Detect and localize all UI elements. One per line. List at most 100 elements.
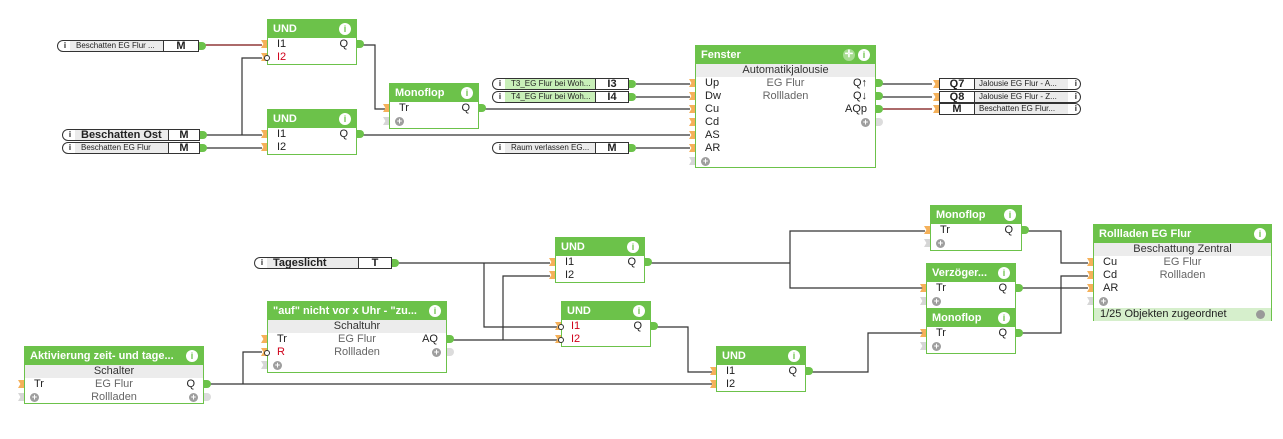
output-port[interactable] bbox=[629, 80, 636, 88]
input-port[interactable] bbox=[689, 105, 695, 113]
info-icon[interactable]: i bbox=[461, 87, 473, 99]
input-port[interactable] bbox=[710, 367, 716, 375]
info-icon[interactable]: i bbox=[498, 79, 502, 88]
input-port[interactable] bbox=[920, 329, 926, 337]
output-port[interactable] bbox=[392, 259, 399, 267]
input-port[interactable] bbox=[261, 335, 267, 343]
input-port[interactable] bbox=[933, 80, 939, 88]
input-port[interactable] bbox=[549, 258, 555, 266]
info-icon[interactable]: i bbox=[998, 267, 1010, 279]
add-input-icon[interactable]: + bbox=[936, 238, 945, 248]
input-port[interactable] bbox=[924, 226, 930, 234]
output-port[interactable] bbox=[447, 348, 454, 356]
info-icon[interactable]: i bbox=[260, 258, 264, 267]
input-port[interactable] bbox=[261, 143, 267, 151]
input-port[interactable] bbox=[689, 144, 695, 152]
output-port[interactable] bbox=[199, 42, 206, 50]
info-icon[interactable]: i bbox=[627, 241, 639, 253]
info-icon[interactable]: i bbox=[1004, 209, 1016, 221]
add-input-icon[interactable]: + bbox=[273, 360, 282, 370]
input-port[interactable] bbox=[924, 239, 930, 247]
object-beschatten-ost[interactable]: i Beschatten Ost M bbox=[62, 129, 207, 141]
schaltuhr-block[interactable]: "auf" nicht vor x Uhr - "zu...i Schaltuh… bbox=[261, 301, 454, 373]
input-port[interactable] bbox=[933, 93, 939, 101]
object-tageslicht[interactable]: i Tageslicht T bbox=[254, 257, 399, 269]
input-port[interactable] bbox=[18, 380, 24, 388]
output-port[interactable] bbox=[447, 335, 454, 343]
output-port[interactable] bbox=[876, 79, 883, 87]
output-port[interactable] bbox=[1022, 226, 1029, 234]
input-port[interactable] bbox=[933, 105, 939, 113]
add-input-icon[interactable]: + bbox=[932, 296, 941, 306]
input-port[interactable] bbox=[710, 380, 716, 388]
info-icon[interactable]: i bbox=[998, 312, 1010, 324]
info-icon[interactable]: i bbox=[68, 143, 72, 152]
move-icon[interactable]: ✛ bbox=[843, 49, 855, 61]
add-output-icon[interactable]: + bbox=[189, 392, 198, 402]
output-port[interactable] bbox=[629, 93, 636, 101]
input-port[interactable] bbox=[689, 157, 695, 165]
settings-icon[interactable] bbox=[1256, 310, 1265, 319]
input-port[interactable] bbox=[920, 284, 926, 292]
input-port[interactable] bbox=[689, 131, 695, 139]
input-port[interactable] bbox=[383, 117, 389, 125]
info-icon[interactable]: i bbox=[186, 350, 198, 362]
input-port[interactable] bbox=[1087, 297, 1093, 305]
output-port[interactable] bbox=[200, 131, 207, 139]
info-icon[interactable]: i bbox=[339, 23, 351, 35]
object-out-q7[interactable]: Q7 Jalousie EG Flur - A... i bbox=[933, 78, 1081, 90]
object-t4-eg-flur[interactable]: i T4_EG Flur bei Woh... I4 bbox=[492, 91, 636, 103]
output-port[interactable] bbox=[876, 92, 883, 100]
info-icon[interactable]: i bbox=[1074, 104, 1077, 113]
output-port[interactable] bbox=[204, 380, 211, 388]
object-raum-verlassen[interactable]: i Raum verlassen EG... M bbox=[492, 142, 636, 154]
output-port[interactable] bbox=[876, 118, 883, 126]
add-input-icon[interactable]: + bbox=[30, 392, 39, 402]
output-port[interactable] bbox=[357, 40, 364, 48]
input-port[interactable] bbox=[920, 342, 926, 350]
input-port[interactable] bbox=[1087, 258, 1093, 266]
add-input-icon[interactable]: + bbox=[1099, 296, 1108, 306]
input-port[interactable] bbox=[549, 271, 555, 279]
info-icon[interactable]: i bbox=[339, 113, 351, 125]
output-port[interactable] bbox=[806, 367, 813, 375]
output-port[interactable] bbox=[1016, 329, 1023, 337]
object-beschatten-eg-flur-2[interactable]: i Beschatten EG Flur M bbox=[62, 142, 207, 154]
input-port[interactable] bbox=[920, 297, 926, 305]
add-output-icon[interactable]: + bbox=[861, 117, 870, 127]
object-out-m[interactable]: M Beschatten EG Flur... i bbox=[933, 103, 1081, 115]
output-port[interactable] bbox=[357, 130, 364, 138]
output-port[interactable] bbox=[645, 258, 652, 266]
output-port[interactable] bbox=[204, 393, 211, 401]
object-out-q8[interactable]: Q8 Jalousie EG Flur - Z... i bbox=[933, 91, 1081, 103]
input-port[interactable] bbox=[18, 393, 24, 401]
info-icon[interactable]: i bbox=[498, 92, 502, 101]
output-port[interactable] bbox=[651, 322, 658, 330]
info-icon[interactable]: i bbox=[429, 305, 441, 317]
output-port[interactable] bbox=[479, 104, 486, 112]
info-icon[interactable]: i bbox=[1074, 92, 1077, 101]
add-input-icon[interactable]: + bbox=[395, 116, 404, 126]
input-port[interactable] bbox=[261, 361, 267, 369]
info-icon[interactable]: i bbox=[63, 41, 67, 50]
info-icon[interactable]: i bbox=[68, 130, 72, 139]
output-port[interactable] bbox=[200, 144, 207, 152]
input-port[interactable] bbox=[383, 104, 389, 112]
add-output-icon[interactable]: + bbox=[432, 347, 441, 357]
object-beschatten-eg-flur-1[interactable]: i Beschatten EG Flur ... M bbox=[57, 40, 206, 52]
input-port[interactable] bbox=[1087, 271, 1093, 279]
input-port[interactable] bbox=[689, 92, 695, 100]
info-icon[interactable]: i bbox=[788, 350, 800, 362]
output-port[interactable] bbox=[1016, 284, 1023, 292]
info-icon[interactable]: i bbox=[498, 143, 502, 152]
info-icon[interactable]: i bbox=[1254, 228, 1266, 240]
input-port[interactable] bbox=[689, 118, 695, 126]
